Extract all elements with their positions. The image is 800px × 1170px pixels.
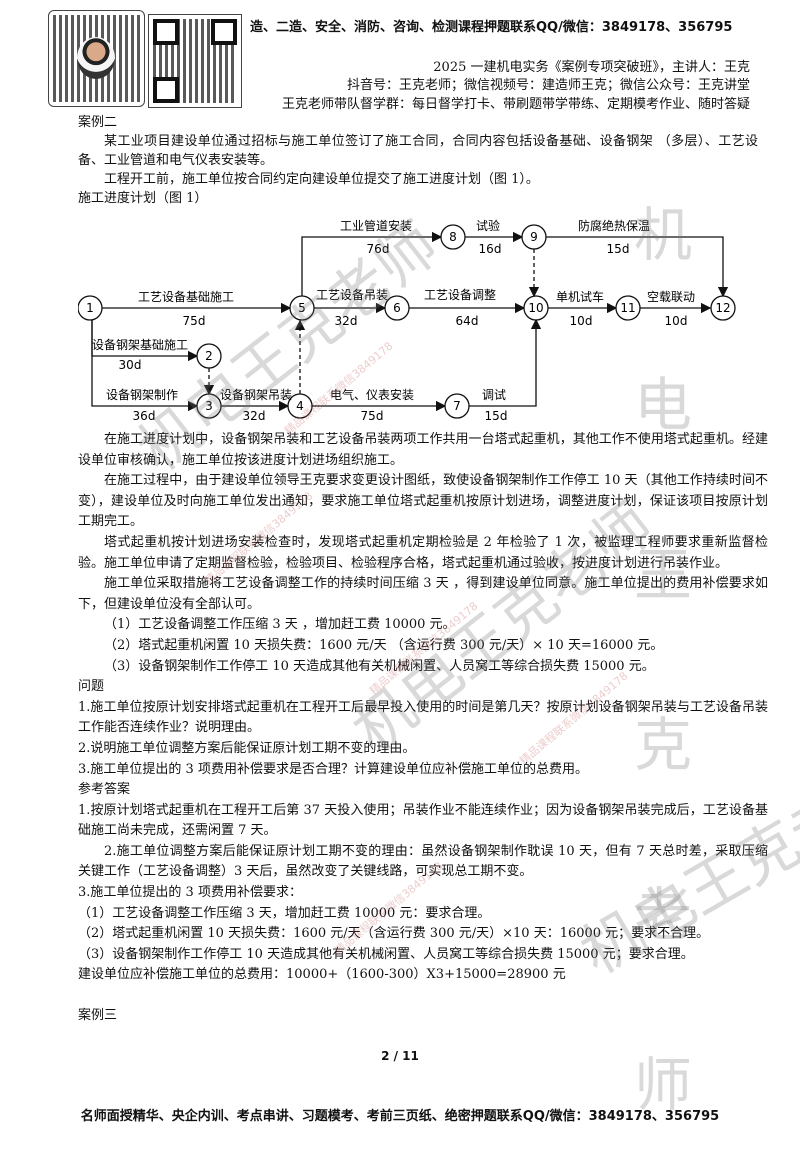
body-paragraph: 施工单位采取措施将工艺设备调整工作的持续时间压缩 3 天 ，得到建设单位同意。施… [78, 576, 768, 612]
arrow-1-3 [91, 318, 199, 412]
svg-text:4: 4 [296, 399, 304, 413]
claim-item: （3）设备钢架制作工作停工 10 天造成其他有关机械闲置、人员窝工等综合损失费 … [104, 658, 655, 674]
answer-subitem: （3）设备钢架制作工作停工 10 天造成其他有关机械闲置、人员窝工等综合损失费 … [78, 946, 694, 962]
study-group-info: 王克老师带队督学群：每日督学打卡、带刷题带学带练、定期模考作业、随时答疑 [281, 97, 750, 112]
answer-item: 2.施工单位调整方案后能保证原计划工期不变的理由：虽然设备钢架制作耽误 10 天… [78, 843, 768, 880]
activity-duration: 10d [570, 314, 593, 328]
svg-text:12: 12 [715, 301, 730, 315]
case-body: 在施工进度计划中，设备钢架吊装和工艺设备吊装两项工作共用一台塔式起重机，其他工作… [78, 430, 768, 1027]
activity-duration: 10d [665, 314, 688, 328]
node-10: 10 [523, 295, 549, 321]
node-2: 2 [196, 343, 222, 369]
questions-title: 问题 [78, 679, 105, 695]
intro-paragraph: 某工业项目建设单位通过招标与施工单位签订了施工合同，合同内容包括设备基础、设备钢… [78, 134, 758, 168]
figure-caption: 施工进度计划（图 1） [78, 191, 208, 206]
activity-duration: 30d [119, 358, 142, 372]
activity-label: 试验 [476, 218, 500, 233]
avatar [77, 37, 115, 79]
svg-text:11: 11 [620, 301, 635, 315]
activity-duration: 75d [361, 409, 384, 423]
node-1: 1 [77, 295, 103, 321]
intro-paragraph: 工程开工前，施工单位按合同约定向建设单位提交了施工进度计划（图 1）。 [104, 172, 539, 187]
activity-label: 防腐绝热保温 [578, 218, 650, 233]
body-paragraph: 塔式起重机按计划进场安装检查时，发现塔式起重机定期检验是 2 年检验了 1 次，… [78, 534, 768, 571]
wechat-qr-code [148, 14, 242, 108]
activity-label: 电气、仪表安装 [330, 387, 414, 402]
footer-ad: 名师面授精华、央企内训、考点串讲、习题模考、考前三页纸、绝密押题联系QQ/微信：… [80, 1109, 720, 1124]
answer-item: 1.按原计划塔式起重机在工程开工后第 37 天投入使用；吊装作业不能连续作业；因… [78, 802, 768, 839]
activity-label: 调试 [482, 387, 506, 402]
answer-subitem: （2）塔式起重机闲置 10 天损失费：1600 元/天（含运行费 300 元/天… [78, 926, 710, 942]
activity-label: 工艺设备吊装 [316, 288, 388, 302]
activity-label: 设备钢架吊装 [220, 388, 292, 402]
node-9: 9 [521, 224, 547, 250]
svg-text:6: 6 [393, 301, 401, 315]
node-3: 3 [196, 393, 222, 419]
node-6: 6 [384, 295, 410, 321]
svg-text:9: 9 [530, 230, 538, 244]
activity-label: 单机试车 [556, 289, 604, 304]
activity-duration: 36d [133, 409, 156, 423]
svg-text:1: 1 [86, 301, 94, 315]
svg-text:7: 7 [453, 399, 461, 413]
claim-item: （1）工艺设备调整工作压缩 3 天 ，增加赶工费 10000 元。 [104, 617, 456, 633]
activity-duration: 32d [243, 409, 266, 423]
arrow-7-10 [469, 318, 542, 407]
social-accounts: 抖音号：王克老师；微信视频号：建造师王克；微信公众号：王克讲堂 [346, 78, 750, 93]
activity-label: 工业管道安装 [340, 218, 412, 233]
question-item: 1.施工单位按原计划安排塔式起重机在工程开工后最早投入使用的时间是第几天？按原计… [78, 699, 768, 736]
side-watermark: 机 电 王 克 老 师 [633, 201, 692, 1119]
activity-label: 空载联动 [647, 290, 695, 304]
claim-item: （2）塔式起重机闲置 10 天损失费：1600 元/天 （含运行费 300 元/… [104, 637, 664, 653]
course-title: 2025 一建机电实务《案例专项突破班》，主讲人：王克 [433, 60, 750, 75]
page-number: 2 / 11 [381, 1049, 419, 1063]
activity-label: 工艺设备调整 [424, 287, 496, 302]
node-7: 7 [444, 393, 470, 419]
activity-duration: 16d [479, 242, 502, 256]
activity-label: 工艺设备基础施工 [138, 290, 234, 304]
question-item: 3.施工单位提出的 3 项费用补偿要求是否合理？计算建设单位应补偿施工单位的总费… [78, 761, 588, 777]
header-ad-line: 造、二造、安全、消防、咨询、检测课程押题联系QQ/微信：3849178、3567… [250, 20, 733, 35]
activity-duration: 76d [367, 242, 390, 256]
next-case-title: 案例三 [78, 1008, 118, 1024]
activity-label: 设备钢架制作 [106, 388, 178, 402]
node-5: 5 [289, 295, 315, 321]
arrow-9-12 [546, 236, 729, 298]
activity-duration: 75d [183, 314, 206, 328]
case-title: 案例二 [78, 115, 118, 130]
node-4: 4 [287, 393, 313, 419]
node-8: 8 [440, 224, 466, 250]
svg-text:2: 2 [205, 349, 213, 363]
svg-text:8: 8 [449, 230, 457, 244]
activity-duration: 64d [456, 314, 479, 328]
svg-text:10: 10 [528, 301, 543, 315]
question-item: 2.说明施工单位调整方案后能保证原计划工期不变的理由。 [78, 740, 416, 756]
case-intro: 案例二 某工业项目建设单位通过招标与施工单位签订了施工合同，合同内容包括设备基础… [78, 113, 758, 208]
body-paragraph: 在施工过程中，由于建设单位领导王克要求变更设计图纸，致使设备钢架制作工作停工 1… [78, 473, 768, 530]
total-compensation: 建设单位应补偿施工单位的总费用：10000+（1600-300）X3+15000… [78, 967, 566, 983]
node-12: 12 [710, 295, 736, 321]
activity-label: 设备钢架基础施工 [92, 338, 188, 352]
activity-duration: 15d [485, 409, 508, 423]
schedule-network-diagram: 1 2 3 4 5 6 7 8 9 10 11 12 工艺设备基础施工 75d … [77, 216, 758, 428]
activity-duration: 15d [607, 242, 630, 256]
arrow-5-8 [301, 231, 443, 296]
douyin-qr-code [48, 10, 145, 107]
answers-title: 参考答案 [78, 782, 131, 798]
svg-text:5: 5 [298, 301, 306, 315]
svg-text:3: 3 [205, 399, 213, 413]
answer-item: 3.施工单位提出的 3 项费用补偿要求： [78, 885, 302, 901]
body-paragraph: 在施工进度计划中，设备钢架吊装和工艺设备吊装两项工作共用一台塔式起重机，其他工作… [78, 432, 768, 468]
answer-subitem: （1）工艺设备调整工作压缩 3 天，增加赶工费 10000 元：要求合理。 [78, 905, 491, 921]
node-11: 11 [615, 295, 641, 321]
activity-duration: 32d [335, 314, 358, 328]
